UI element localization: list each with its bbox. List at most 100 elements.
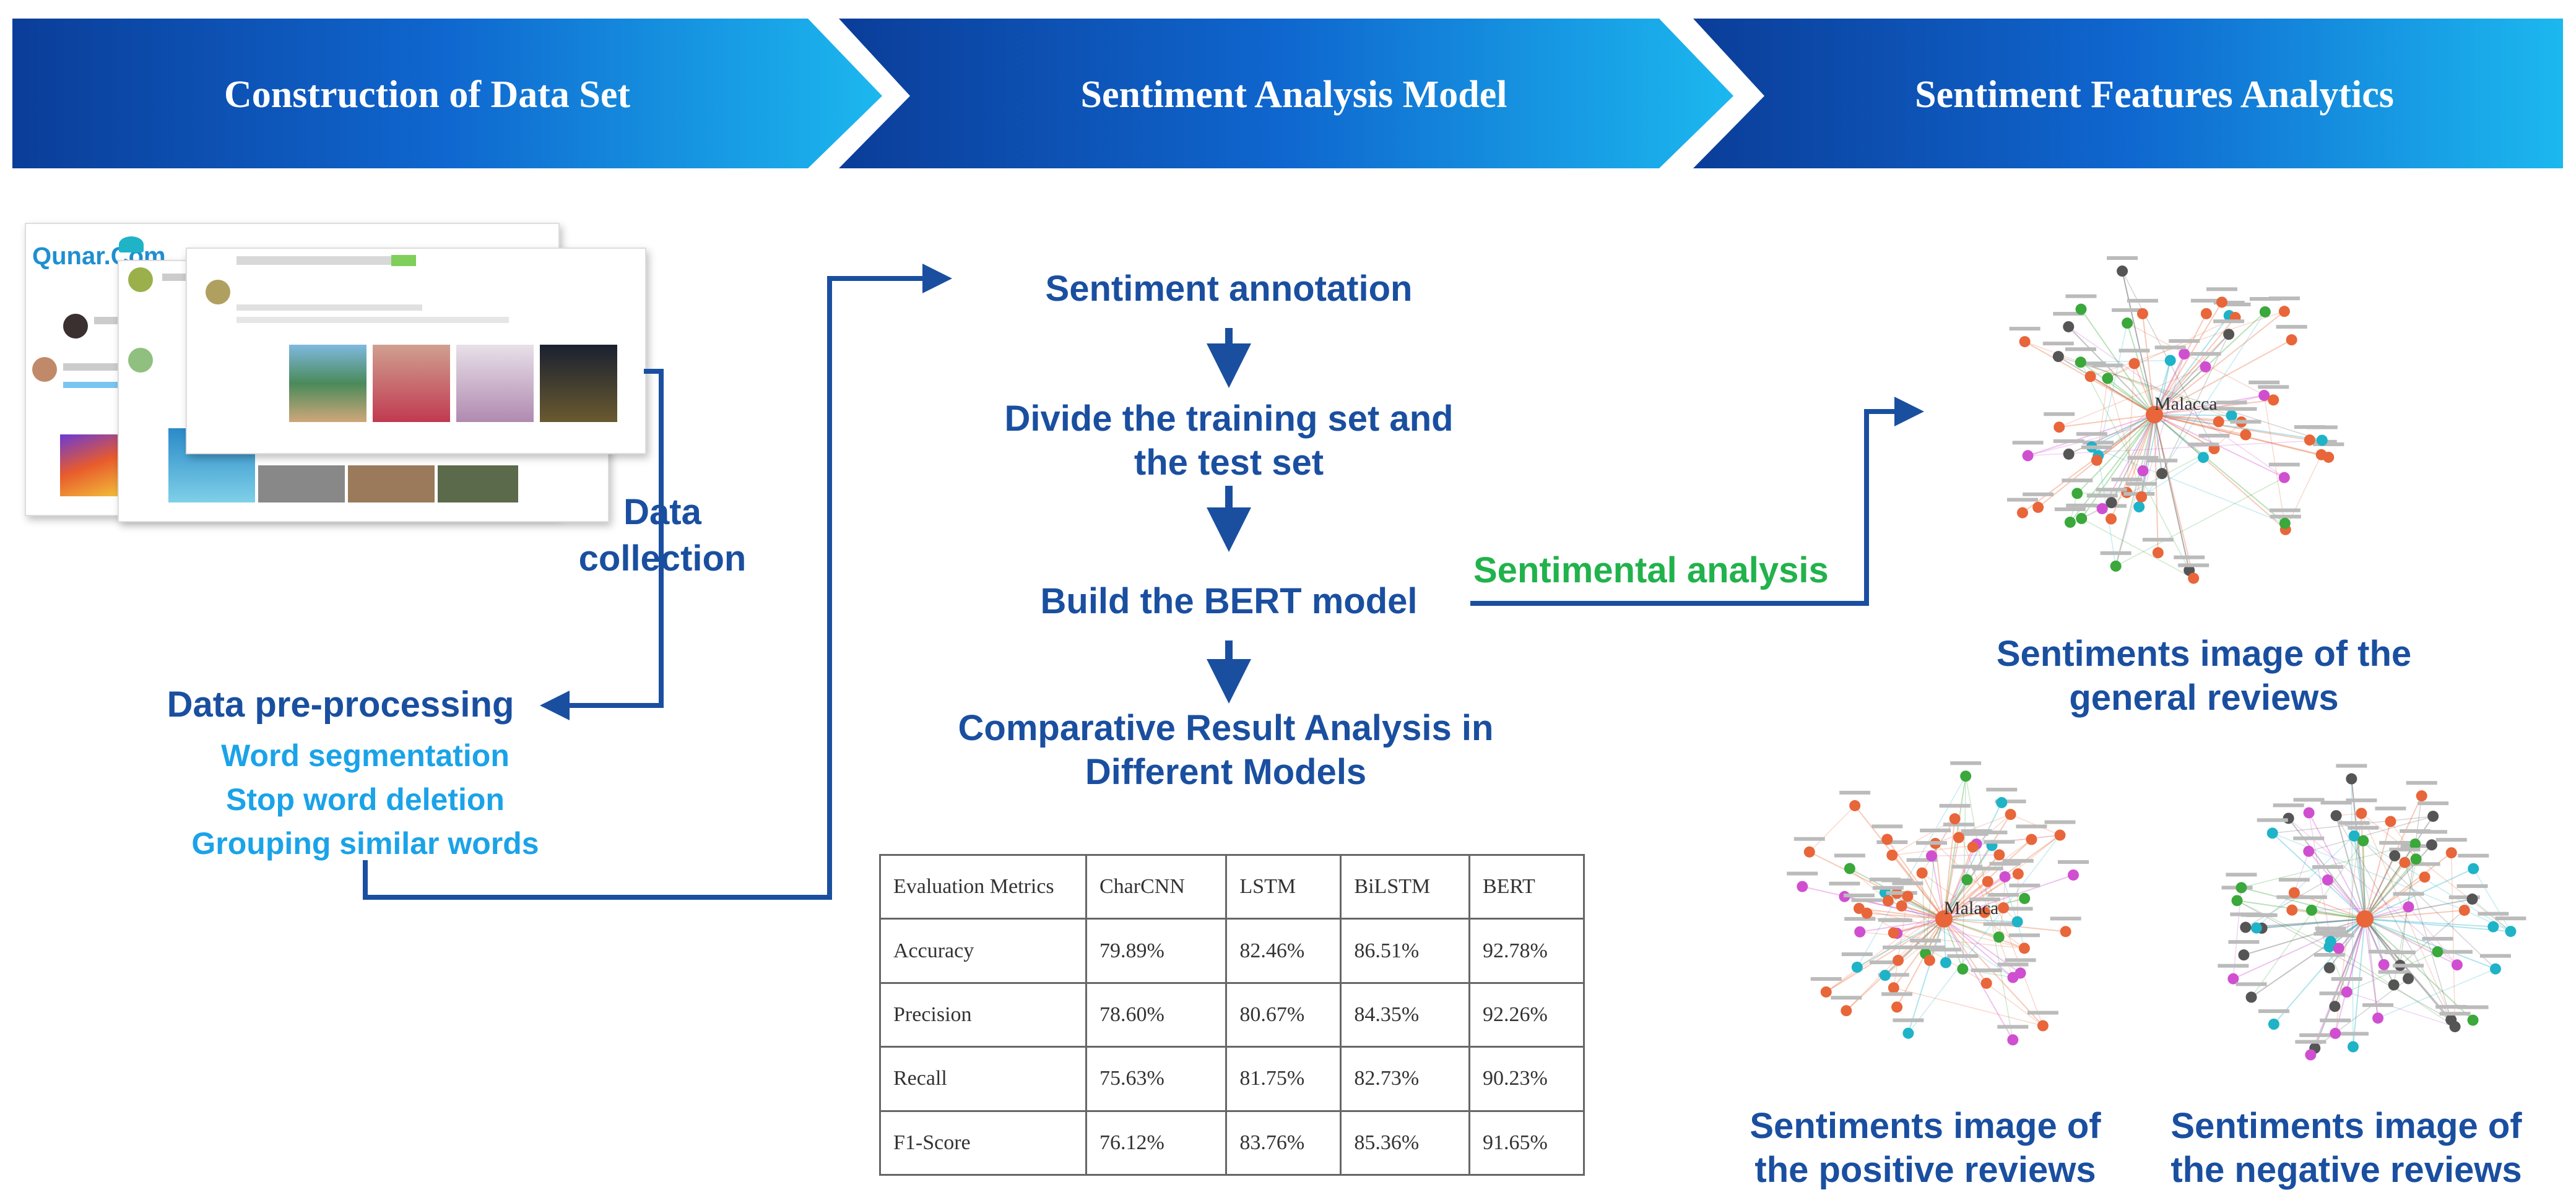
table-cell: 90.23% — [1468, 1046, 1585, 1112]
graph-edge — [2308, 851, 2366, 920]
graph-edge — [2244, 918, 2366, 956]
graph-node-label — [2009, 883, 2040, 887]
graph-node — [2091, 454, 2102, 466]
graph-node — [2357, 835, 2369, 847]
graph-node-label — [2023, 492, 2054, 496]
graph-node-label — [2268, 296, 2300, 301]
graph-node — [2012, 868, 2024, 880]
graph-node-label — [2044, 820, 2076, 824]
graph-edge — [2138, 353, 2185, 507]
graph-edge — [2353, 835, 2385, 965]
graph-node — [2019, 336, 2031, 348]
table-cell: 81.75% — [1225, 1046, 1342, 1112]
graph-edge — [2364, 909, 2465, 920]
graph-edge — [1860, 931, 2025, 949]
graph-edge — [1802, 886, 1945, 920]
graph-edge — [2058, 356, 2323, 441]
graph-node-label — [2092, 363, 2123, 368]
graph-node — [2216, 296, 2227, 308]
graph-node-label — [2258, 385, 2289, 389]
graph-node — [1803, 846, 1815, 858]
graph-node — [2432, 946, 2444, 957]
graph-node-label — [1969, 897, 2000, 902]
graph-edge — [2364, 918, 2496, 970]
graph-node-label — [2062, 478, 2093, 483]
graph-node-label — [1839, 790, 1871, 795]
graph-node-label — [1989, 861, 2021, 866]
graph-edge — [2154, 414, 2310, 441]
graph-edge — [2311, 909, 2366, 920]
graph-node-label — [1872, 886, 1904, 890]
graph-node-label — [2393, 964, 2424, 968]
graph-node-label — [2378, 970, 2409, 974]
graph-node — [2060, 926, 2071, 938]
to-model-arrow — [363, 264, 952, 900]
table-header: CharCNN — [1085, 853, 1228, 920]
graph-node — [1893, 954, 1904, 966]
graph-node-label — [2054, 507, 2086, 511]
graph-node — [2403, 901, 2414, 913]
graph-edge — [1891, 855, 1945, 920]
graph-edge — [2154, 414, 2232, 416]
graph-node-label — [2389, 847, 2421, 852]
graph-node — [2105, 513, 2117, 525]
graph-edge — [2127, 322, 2155, 415]
graph-node-label — [2312, 865, 2343, 869]
graph-edge — [2154, 313, 2207, 415]
graph-node — [2133, 501, 2145, 513]
graph-node — [1879, 970, 1891, 981]
graph-edge — [2237, 900, 2366, 920]
graph-node-label — [2219, 302, 2251, 306]
graph-node — [2378, 959, 2390, 970]
graph-node — [1888, 982, 1899, 994]
graph-node-label — [2002, 859, 2034, 863]
graph-node-label — [2418, 801, 2449, 806]
graph-node-label — [2320, 801, 2352, 805]
graph-edge — [2309, 816, 2434, 852]
graph-node-label — [2083, 441, 2114, 445]
table-header: BERT — [1468, 853, 1585, 920]
graph-node-label — [2213, 319, 2245, 324]
graph-node — [2068, 869, 2079, 881]
graph-node — [2200, 361, 2211, 373]
graph-edge — [2154, 414, 2163, 474]
graph-edge — [1931, 855, 1945, 920]
graph-node-label — [2203, 407, 2234, 411]
graph-node — [2105, 497, 2117, 509]
graph-edge — [2080, 361, 2155, 415]
graph-node-label — [2226, 407, 2257, 411]
graph-node-label — [2479, 954, 2511, 958]
graph-node-label — [2293, 798, 2325, 802]
graph-edge — [2154, 311, 2285, 415]
graph-edge — [2154, 414, 2322, 441]
graph-node — [2505, 926, 2517, 938]
photo-thumbnail — [456, 345, 534, 422]
graph-node-label — [1843, 893, 1875, 897]
banner-step1-chevron — [12, 19, 882, 168]
graph-edge — [1857, 918, 1945, 968]
graph-edge — [1907, 918, 1945, 1033]
graph-node — [1923, 954, 1935, 966]
graph-edge — [2154, 414, 2190, 571]
table-cell: 82.73% — [1340, 1046, 1470, 1112]
graph-node — [1888, 927, 1899, 939]
graph-edge — [1907, 835, 2061, 1034]
graph-node-label — [2458, 853, 2489, 858]
graph-node-label — [2319, 991, 2351, 996]
graph-node — [2258, 389, 2270, 401]
network-graph-negative — [2218, 764, 2526, 1061]
graph-edge — [2058, 356, 2155, 415]
graph-edge — [2154, 317, 2236, 415]
graph-edge — [1845, 854, 2000, 1011]
graph-node — [2305, 904, 2317, 916]
graph-edge — [2311, 906, 2409, 911]
graph-node-label — [2276, 325, 2307, 329]
graph-node — [2487, 921, 2499, 933]
graph-node — [2032, 501, 2044, 513]
graph-node-label — [1793, 837, 1825, 841]
graph-edge — [2364, 918, 2474, 1021]
graph-edge — [2408, 907, 2458, 965]
network-graph-positive: Malaca — [1787, 761, 2089, 1046]
graph-edge — [2473, 868, 2512, 932]
graph-node-label — [2081, 445, 2112, 449]
